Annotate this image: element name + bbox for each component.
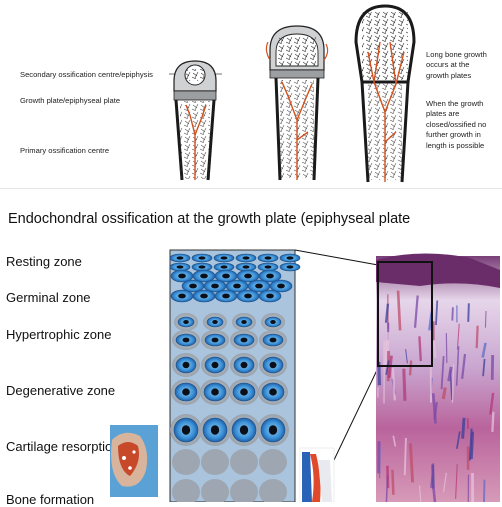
note-line: plates are: [426, 109, 486, 119]
note-line: length is possible: [426, 141, 486, 151]
hypertrophic-cell-nucleus: [212, 338, 219, 343]
note-growth-at-plates: Long bone growth occurs at the growth pl…: [426, 50, 487, 81]
note-line: further growth in: [426, 130, 486, 140]
germinal-cell-nucleus: [189, 284, 197, 289]
degenerative-cell-nucleus: [269, 425, 277, 435]
germinal-cell-nucleus: [255, 284, 263, 289]
resting-cell-nucleus: [265, 256, 272, 259]
note-line: growth plates: [426, 71, 487, 81]
note-line: Long bone growth: [426, 50, 487, 60]
bone-adolescent-illustration: [262, 20, 332, 185]
degenerative-cell-nucleus: [270, 362, 277, 368]
degenerative-cell-nucleus: [211, 425, 219, 435]
resorbed-lacuna: [201, 449, 229, 475]
label-leader-lines: [0, 0, 502, 180]
panel-divider: [0, 188, 502, 189]
resting-cell-nucleus: [243, 265, 250, 268]
degenerative-cell-nucleus: [240, 425, 248, 435]
germinal-cell-nucleus: [178, 294, 186, 299]
germinal-cell-nucleus: [178, 274, 186, 279]
histology-streak: [443, 387, 445, 399]
bone-young-illustration: [160, 55, 230, 185]
hypertrophic-cell-nucleus: [270, 320, 276, 324]
hypertrophic-cell-nucleus: [183, 320, 189, 324]
resting-cell-nucleus: [243, 256, 250, 259]
hypertrophic-cell-nucleus: [183, 338, 190, 343]
resting-cell-nucleus: [199, 256, 206, 259]
histology-streak: [410, 361, 411, 376]
histology-streak: [485, 311, 486, 328]
histology-streak: [492, 412, 493, 432]
histology-streak: [468, 303, 469, 322]
bone-adult-illustration: [350, 2, 420, 185]
germinal-cell-nucleus: [222, 294, 230, 299]
section-title: Endochondral ossification at the growth …: [8, 211, 410, 227]
germinal-cell-nucleus: [266, 294, 274, 299]
degenerative-cell-nucleus: [241, 362, 248, 368]
resting-cell-nucleus: [199, 265, 206, 268]
germinal-cell-nucleus: [244, 274, 252, 279]
degenerative-cell-nucleus: [182, 388, 190, 395]
histology-streak: [477, 326, 478, 349]
resting-cell-nucleus: [221, 256, 228, 259]
histology-streak: [463, 418, 464, 439]
note-line: closed/ossified no: [426, 120, 486, 130]
germinal-cell-nucleus: [200, 294, 208, 299]
histology-streak: [452, 307, 453, 320]
hypertrophic-cell-nucleus: [241, 320, 247, 324]
hypertrophic-cell-nucleus: [241, 338, 248, 343]
germinal-cell-nucleus: [211, 284, 219, 289]
histology-streak: [392, 470, 393, 495]
histology-streak: [446, 333, 447, 363]
resting-cell-nucleus: [221, 265, 228, 268]
note-line: occurs at the: [426, 60, 487, 70]
germinal-cell-nucleus: [277, 284, 285, 289]
histology-micrograph: [376, 253, 500, 502]
degenerative-cell-nucleus: [183, 362, 190, 368]
degenerative-cell-nucleus: [240, 388, 248, 395]
resorbed-lacuna: [259, 449, 287, 475]
cartilage-resorption-micrograph: [110, 425, 158, 497]
hypertrophic-cell-nucleus: [212, 320, 218, 324]
germinal-cell-nucleus: [222, 274, 230, 279]
resting-cell-nucleus: [265, 265, 272, 268]
bone-formation-micrograph: [300, 448, 334, 502]
growth-plate-schematic: [0, 240, 502, 502]
histology-streak: [405, 438, 406, 475]
note-line: When the growth: [426, 99, 486, 109]
hypertrophic-cell-nucleus: [270, 338, 277, 343]
degenerative-cell-nucleus: [182, 425, 190, 435]
germinal-cell-nucleus: [200, 274, 208, 279]
germinal-cell-nucleus: [244, 294, 252, 299]
resting-cell-nucleus: [287, 265, 294, 268]
germinal-cell-nucleus: [266, 274, 274, 279]
histology-streak: [484, 480, 485, 502]
note-closed-plates: When the growth plates are closed/ossifi…: [426, 99, 486, 151]
degenerative-cell-nucleus: [211, 388, 219, 395]
resorbed-lacuna: [172, 449, 200, 475]
connector-line-top: [295, 250, 378, 265]
resting-cell-nucleus: [177, 265, 184, 268]
connector-line-bottom: [334, 368, 378, 460]
resorbed-lacuna: [230, 449, 258, 475]
degenerative-cell-nucleus: [269, 388, 277, 395]
resting-cell-nucleus: [177, 256, 184, 259]
histology-streak: [419, 336, 420, 361]
germinal-cell-nucleus: [233, 284, 241, 289]
degenerative-cell-nucleus: [212, 362, 219, 368]
resting-cell-nucleus: [287, 256, 294, 259]
histology-streak: [404, 369, 405, 401]
